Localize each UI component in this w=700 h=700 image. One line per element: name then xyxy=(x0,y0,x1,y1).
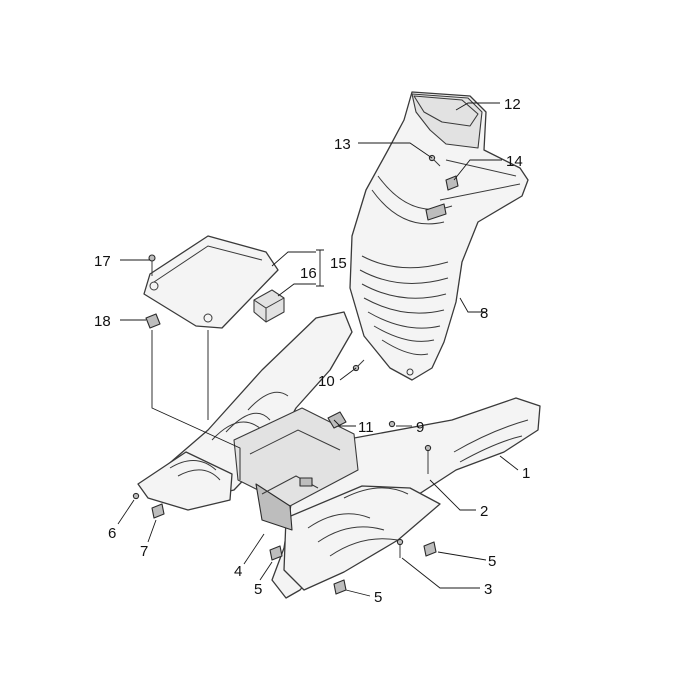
front-leg-shield xyxy=(349,91,529,381)
callout-7: 7 xyxy=(140,543,148,560)
clip-11 xyxy=(327,411,347,429)
callout-6: 6 xyxy=(108,525,116,542)
clip-18 xyxy=(145,313,161,329)
callout-labels: 12 13 14 8 17 18 15 16 10 11 9 1 2 3 4 5… xyxy=(94,96,530,606)
callout-17: 17 xyxy=(94,253,111,270)
callout-5-right: 5 xyxy=(488,553,496,570)
floor-inspection-cover xyxy=(143,235,279,329)
callout-13: 13 xyxy=(334,136,351,153)
callout-3: 3 xyxy=(484,581,492,598)
central-tunnel-box xyxy=(233,407,359,531)
assembly-guide-lines xyxy=(151,330,241,480)
screw-6 xyxy=(132,492,140,500)
callout-10: 10 xyxy=(318,373,335,390)
clip-14 xyxy=(445,175,459,191)
callout-12: 12 xyxy=(504,96,521,113)
callout-18: 18 xyxy=(94,313,111,330)
callout-5-left: 5 xyxy=(254,581,262,598)
clip-5-left xyxy=(269,545,283,561)
clip-5-right xyxy=(423,541,437,557)
callout-4: 4 xyxy=(234,563,242,580)
callout-5-bottom: 5 xyxy=(374,589,382,606)
screw-3 xyxy=(396,538,404,558)
callout-9: 9 xyxy=(416,419,424,436)
callout-2: 2 xyxy=(480,503,488,520)
clip-7 xyxy=(151,503,165,519)
callout-16: 16 xyxy=(300,265,317,282)
screw-17 xyxy=(148,254,156,276)
callout-14: 14 xyxy=(506,153,523,170)
rubber-pad xyxy=(253,289,285,323)
screw-2 xyxy=(424,444,432,474)
callout-8: 8 xyxy=(480,305,488,322)
screw-9 xyxy=(388,420,396,428)
callout-11: 11 xyxy=(358,419,374,436)
clip-5-bottom xyxy=(333,579,347,595)
upper-trim-piece xyxy=(413,95,479,127)
callout-leaders xyxy=(117,102,519,597)
callout-1: 1 xyxy=(522,465,530,482)
callout-15: 15 xyxy=(330,255,347,272)
